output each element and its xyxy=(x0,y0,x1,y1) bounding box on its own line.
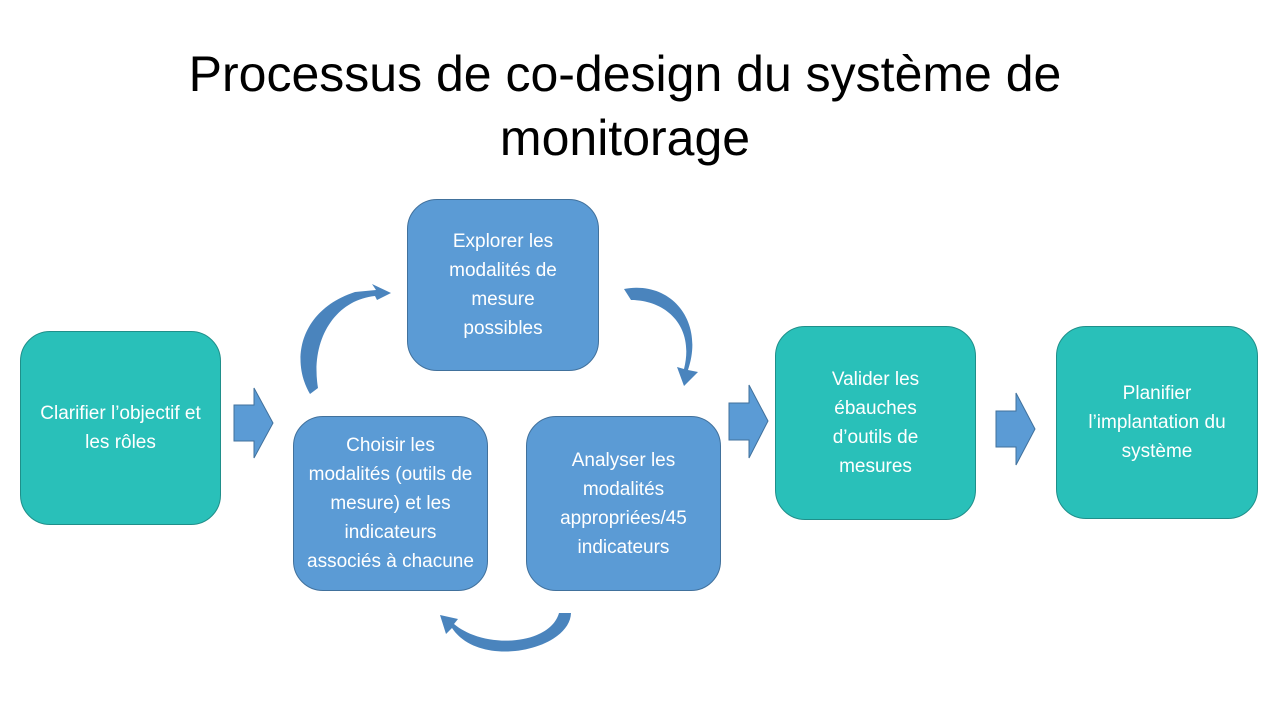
curved-arrow-icon xyxy=(624,287,698,386)
step-clarify: Clarifier l’objectif et les rôles xyxy=(20,331,221,525)
right-arrow-icon xyxy=(728,384,769,459)
step-choose: Choisir les modalités (outils de mesure)… xyxy=(293,416,488,591)
step-label: Explorer les modalités de mesure possibl… xyxy=(449,231,557,339)
curved-arrow-icon xyxy=(440,613,571,652)
right-arrow-icon xyxy=(995,392,1036,466)
step-label: Analyser les modalités appropriées/45 in… xyxy=(560,449,687,558)
step-label: Valider les ébauches d’outils de mesures xyxy=(831,369,920,477)
curved-arrow-icon xyxy=(300,284,391,394)
step-explore: Explorer les modalités de mesure possibl… xyxy=(407,199,599,371)
step-label: Planifier l’implantation du système xyxy=(1088,383,1226,462)
right-arrow-icon xyxy=(233,387,274,459)
step-label: Clarifier l’objectif et les rôles xyxy=(40,403,201,453)
step-validate: Valider les ébauches d’outils de mesures xyxy=(775,326,976,520)
step-analyze: Analyser les modalités appropriées/45 in… xyxy=(526,416,721,591)
step-plan: Planifier l’implantation du système xyxy=(1056,326,1258,519)
step-label: Choisir les modalités (outils de mesure)… xyxy=(307,435,474,572)
page-title: Processus de co-design du système de mon… xyxy=(188,46,1062,166)
